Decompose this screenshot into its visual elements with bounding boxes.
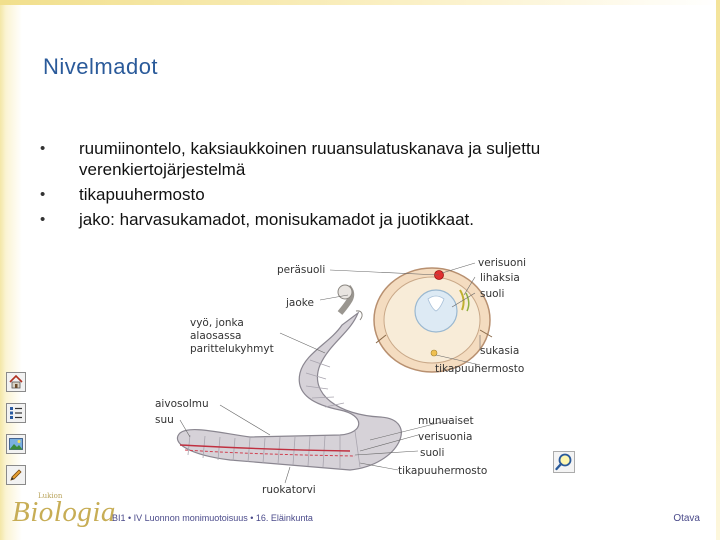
bullet-text: jako: harvasukamadot, monisukamadot ja j… (79, 210, 474, 229)
bullet-item: • ruumiinontelo, kaksiaukkoinen ruuansula… (40, 138, 660, 180)
logo-main-text: Biologia (12, 496, 116, 528)
pencil-icon[interactable] (6, 465, 26, 485)
label-lihaksia: lihaksia (480, 272, 520, 284)
bullet-item: • jako: harvasukamadot, monisukamadot ja … (40, 209, 660, 230)
bullet-dot: • (40, 186, 46, 203)
publisher-logo: Lukion Biologia (12, 492, 115, 536)
list-icon[interactable] (6, 403, 26, 423)
label-verisuonia: verisuonia (418, 431, 472, 443)
top-border (0, 0, 720, 5)
label-aivosolmu: aivosolmu (155, 398, 209, 410)
bullet-text: ruumiinontelo, kaksiaukkoinen ruuansulat… (79, 139, 541, 179)
bullet-dot: • (40, 211, 46, 228)
home-icon[interactable] (6, 372, 26, 392)
bullet-item: • tikapuuhermosto (40, 184, 660, 205)
label-tikapuuhermosto-bottom: tikapuuhermosto (398, 465, 487, 477)
earthworm-diagram: peräsuoli jaoke vyö, jonka alaosassa par… (155, 257, 526, 496)
image-icon[interactable] (6, 434, 26, 454)
slide-title: Nivelmadot (43, 54, 159, 79)
right-border (716, 0, 720, 540)
label-verisuoni: verisuoni (478, 257, 526, 269)
label-vyo-2: alaosassa (190, 330, 242, 342)
label-vyo-1: vyö, jonka (190, 317, 244, 329)
label-ruokatorvi: ruokatorvi (262, 484, 316, 496)
label-suu: suu (155, 414, 174, 426)
logo-small-text: Lukion (38, 492, 63, 500)
sidebar-toolbar (6, 372, 28, 496)
footer-text: BI1 • IV Luonnon monimuotoisuus • 16. El… (112, 513, 313, 523)
label-munuaiset: munuaiset (418, 415, 474, 427)
label-perasuoli: peräsuoli (277, 264, 325, 276)
label-vyo-3: parittelukyhmyt (190, 343, 274, 355)
bullet-dot: • (40, 140, 46, 157)
label-sukasia: sukasia (480, 345, 519, 357)
label-jaoke: jaoke (285, 297, 314, 309)
worm-body (177, 284, 402, 471)
cross-section (373, 267, 493, 373)
label-tikapuuhermosto-top: tikapuuhermosto (435, 363, 524, 375)
label-suoli-top: suoli (480, 288, 504, 300)
publisher-name: Otava (673, 513, 700, 524)
zoom-icon[interactable] (553, 451, 575, 473)
bullet-text: tikapuuhermosto (79, 185, 205, 204)
bullet-list: • ruumiinontelo, kaksiaukkoinen ruuansula… (40, 138, 660, 234)
label-suoli-bottom: suoli (420, 447, 444, 459)
